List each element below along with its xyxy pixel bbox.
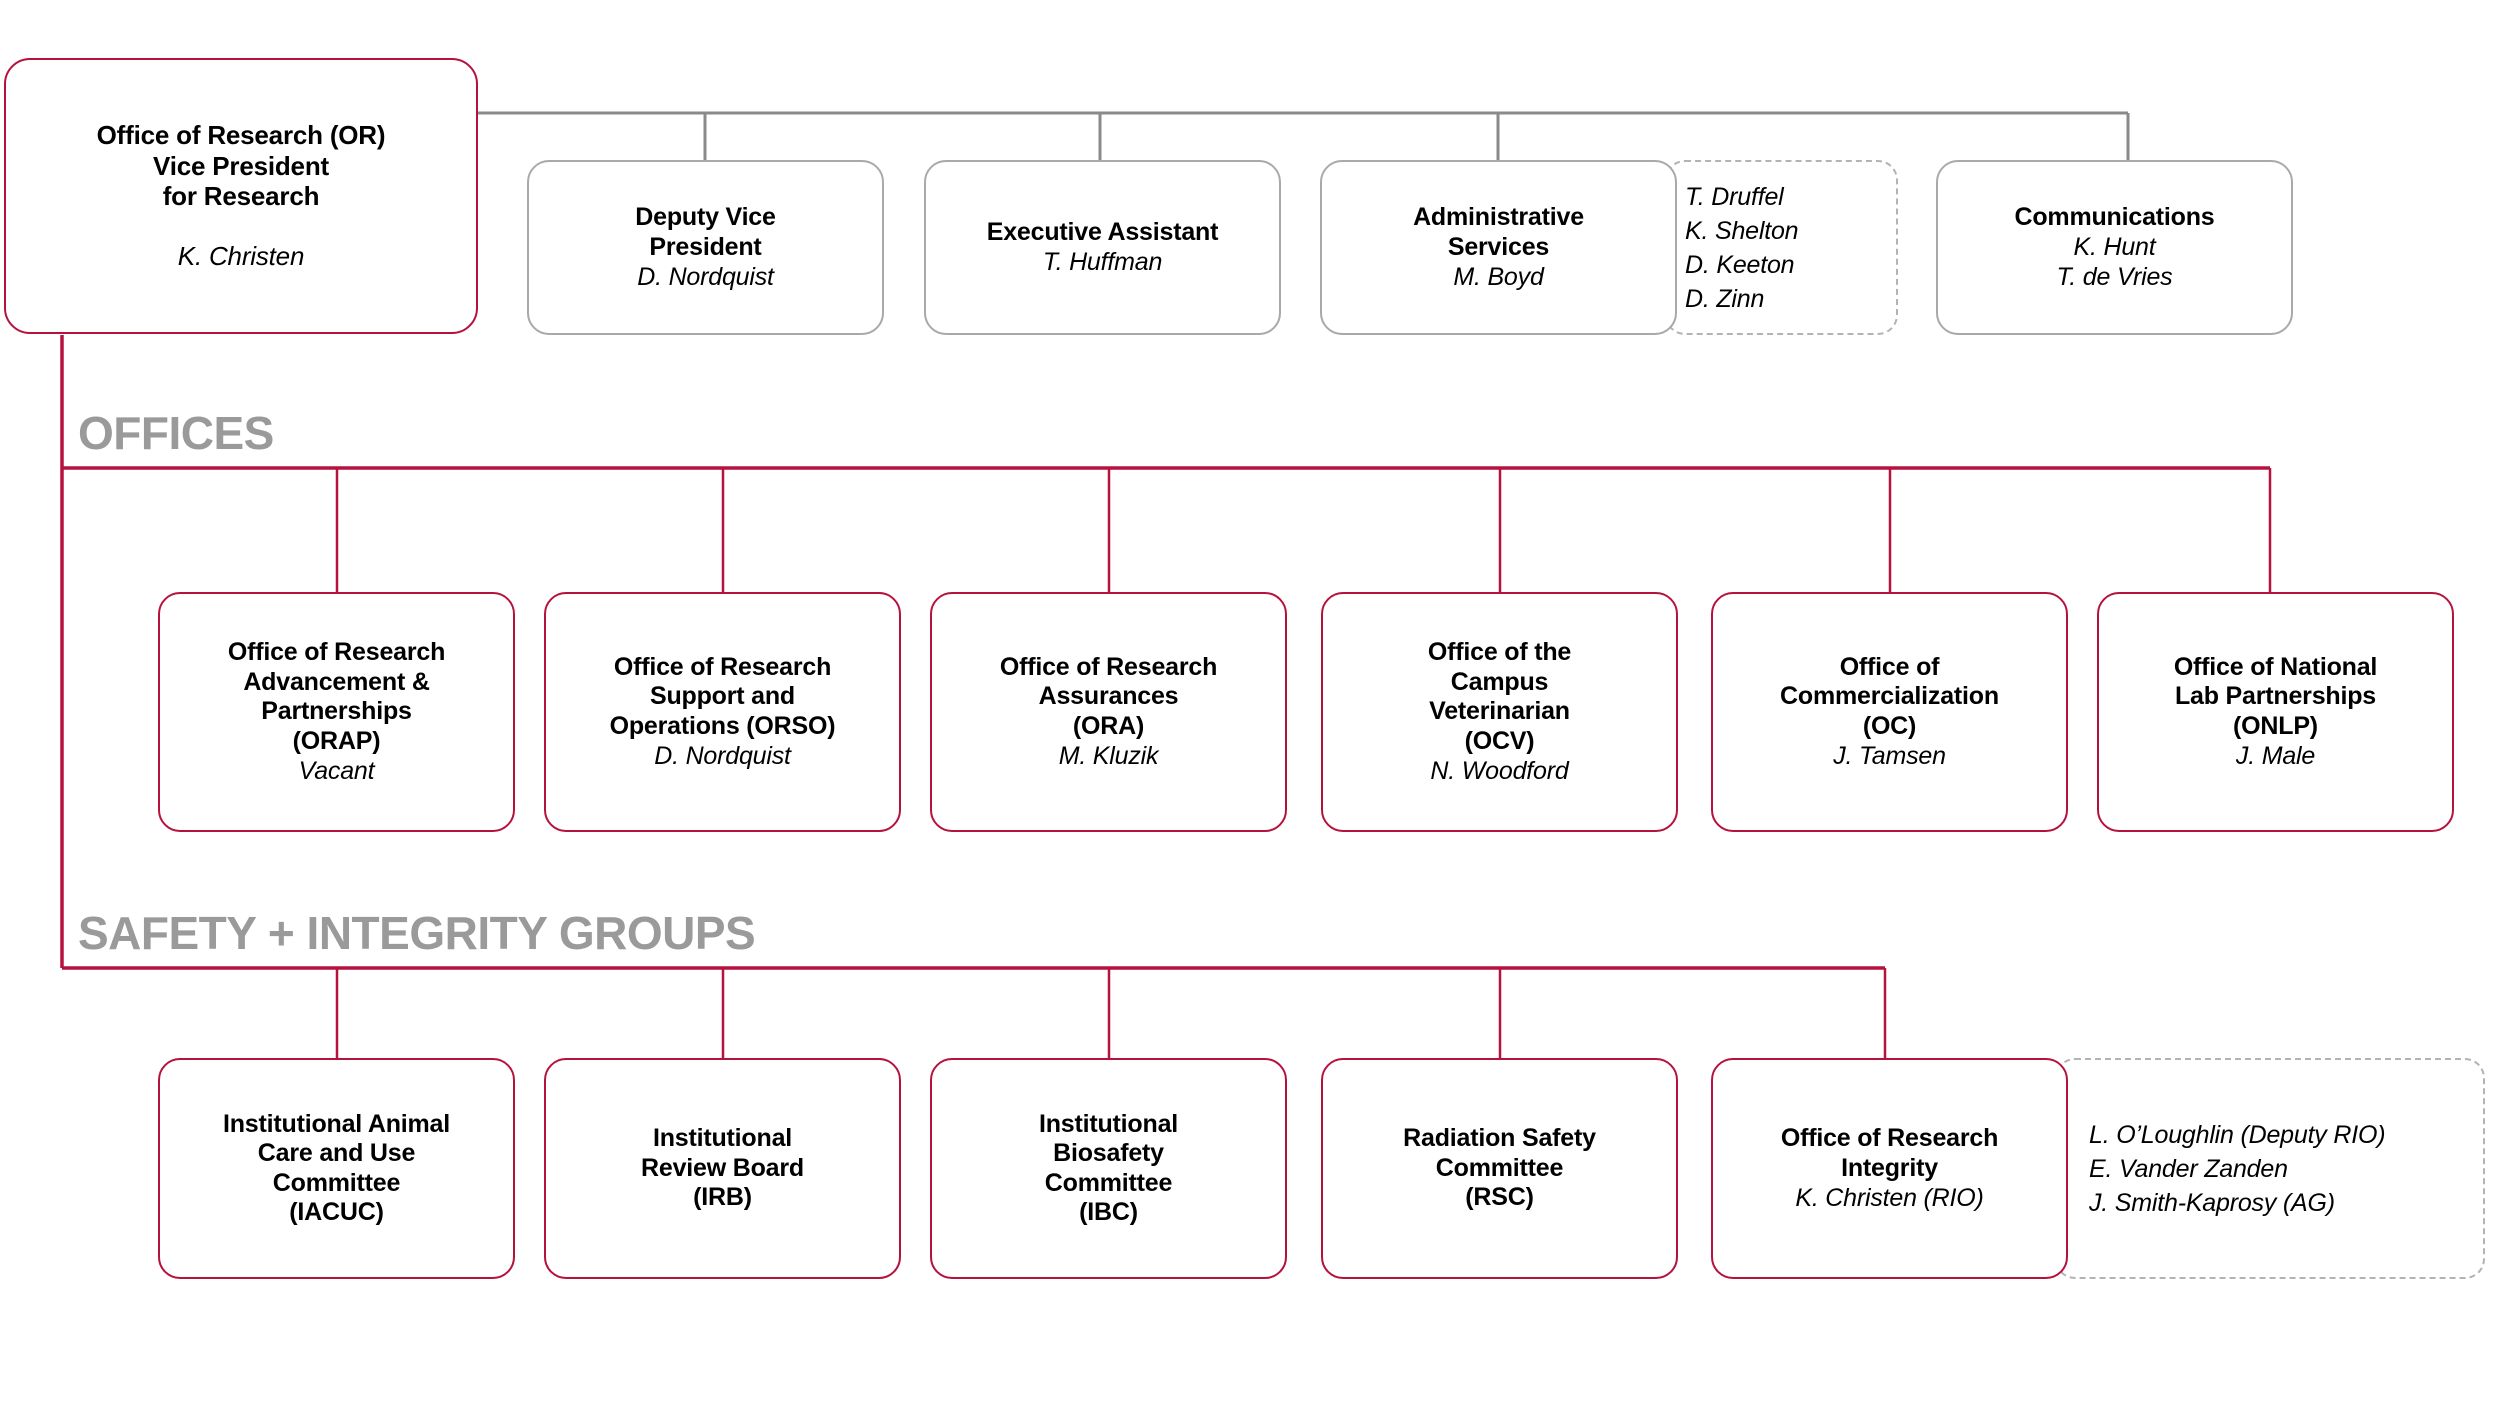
- orso-person: D. Nordquist: [654, 742, 791, 771]
- section-label-safety-integrity: SAFETY + INTEGRITY GROUPS: [78, 907, 756, 959]
- admin-staff-line-1: T. Druffel: [1685, 182, 1784, 211]
- onlp-title-line-1: Office of National: [2173, 652, 2378, 681]
- deputy-vp-title-line-1: Deputy Vice: [635, 203, 776, 231]
- ori-title: Office of Research Integrity: [1780, 1124, 1999, 1183]
- orap-title-line-4: (ORAP): [292, 726, 381, 755]
- iacuc-title-line-2: Care and Use: [257, 1139, 416, 1167]
- integrity-staff-line-2: E. Vander Zanden: [2089, 1154, 2288, 1183]
- node-orso[interactable]: Office of Research Support and Operation…: [544, 592, 901, 832]
- admin-services-title-line-2: Services: [1447, 232, 1550, 261]
- iacuc-title-line-1: Institutional Animal: [222, 1109, 451, 1138]
- ori-person: K. Christen (RIO): [1795, 1184, 1984, 1212]
- ora-title-line-2: Assurances: [1038, 682, 1179, 711]
- orap-person: Vacant: [298, 757, 375, 785]
- orso-title-line-2: Support and: [649, 682, 795, 711]
- ora-title: Office of Research Assurances (ORA): [999, 652, 1218, 742]
- node-ora[interactable]: Office of Research Assurances (ORA) M. K…: [930, 592, 1287, 832]
- node-office-of-research[interactable]: Office of Research (OR) Vice President f…: [4, 58, 478, 334]
- admin-staff-line-4: D. Zinn: [1685, 284, 1765, 313]
- oc-title-line-1: Office of: [1839, 652, 1940, 681]
- ocv-title-line-4: (OCV): [1464, 726, 1535, 755]
- ocv-title-line-3: Veterinarian: [1429, 697, 1570, 725]
- node-administrative-services[interactable]: Administrative Services M. Boyd: [1320, 160, 1677, 335]
- node-ocv[interactable]: Office of the Campus Veterinarian (OCV) …: [1321, 592, 1678, 832]
- irb-title-line-1: Institutional: [652, 1124, 793, 1153]
- orap-title-line-3: Partnerships: [261, 697, 412, 725]
- deputy-vp-title-line-2: President: [649, 232, 762, 261]
- node-executive-assistant[interactable]: Executive Assistant T. Huffman: [924, 160, 1281, 335]
- communications-person-1: K. Hunt: [2073, 233, 2156, 262]
- integrity-staff-line-1: L. O’Loughlin (Deputy RIO): [2089, 1120, 2386, 1149]
- onlp-title-line-2: Lab Partnerships: [2174, 682, 2376, 711]
- node-iacuc[interactable]: Institutional Animal Care and Use Commit…: [158, 1058, 515, 1279]
- orap-title-line-2: Advancement &: [243, 667, 430, 696]
- ibc-title-line-1: Institutional: [1038, 1109, 1179, 1138]
- ora-title-line-3: (ORA): [1072, 711, 1145, 740]
- onlp-person: J. Male: [2235, 742, 2316, 771]
- ocv-title-line-2: Campus: [1450, 667, 1549, 696]
- root-title-line-2: Vice President: [153, 150, 329, 181]
- ora-person: M. Kluzik: [1058, 742, 1159, 771]
- communications-person-2: T. de Vries: [2056, 263, 2173, 292]
- orso-title: Office of Research Support and Operation…: [610, 653, 836, 742]
- executive-assistant-person: T. Huffman: [1042, 248, 1163, 277]
- admin-staff-line-2: K. Shelton: [1685, 216, 1799, 245]
- iacuc-title: Institutional Animal Care and Use Commit…: [223, 1110, 450, 1228]
- node-communications[interactable]: Communications K. Hunt T. de Vries: [1936, 160, 2293, 335]
- iacuc-title-line-3: Committee: [272, 1168, 401, 1197]
- onlp-title-line-3: (ONLP): [2233, 711, 2318, 740]
- executive-assistant-title: Executive Assistant: [986, 217, 1219, 246]
- administrative-services-person: M. Boyd: [1453, 263, 1544, 291]
- node-oc[interactable]: Office of Commercialization (OC) J. Tams…: [1711, 592, 2068, 832]
- root-person: K. Christen: [177, 240, 305, 271]
- oc-title-line-3: (OC): [1862, 711, 1917, 740]
- administrative-services-title: Administrative Services: [1413, 203, 1584, 262]
- deputy-vp-title: Deputy Vice President: [635, 203, 776, 262]
- oc-title-line-2: Commercialization: [1780, 682, 1999, 711]
- node-deputy-vice-president[interactable]: Deputy Vice President D. Nordquist: [527, 160, 884, 335]
- node-orap[interactable]: Office of Research Advancement & Partner…: [158, 592, 515, 832]
- root-title: Office of Research (OR) Vice President f…: [97, 120, 386, 212]
- oc-person: J. Tamsen: [1833, 742, 1946, 771]
- irb-title-line-3: (IRB): [693, 1183, 752, 1212]
- ocv-person: N. Woodford: [1430, 757, 1569, 785]
- ibc-title-line-4: (IBC): [1079, 1198, 1138, 1226]
- node-ibc[interactable]: Institutional Biosafety Committee (IBC): [930, 1058, 1287, 1279]
- orso-title-line-1: Office of Research: [613, 652, 832, 681]
- onlp-title: Office of National Lab Partnerships (ONL…: [2173, 652, 2378, 742]
- aux-box-research-integrity-staff: L. O’Loughlin (Deputy RIO) E. Vander Zan…: [2055, 1058, 2485, 1279]
- ibc-title-line-2: Biosafety: [1053, 1139, 1164, 1167]
- deputy-vp-person: D. Nordquist: [637, 263, 774, 291]
- ori-title-line-1: Office of Research: [1780, 1124, 1999, 1152]
- irb-title: Institutional Review Board (IRB): [641, 1124, 804, 1213]
- node-onlp[interactable]: Office of National Lab Partnerships (ONL…: [2097, 592, 2454, 832]
- ori-title-line-2: Integrity: [1841, 1153, 1938, 1182]
- ora-title-line-1: Office of Research: [999, 652, 1218, 681]
- ibc-title: Institutional Biosafety Committee (IBC): [1039, 1110, 1178, 1228]
- ocv-title: Office of the Campus Veterinarian (OCV): [1428, 638, 1571, 756]
- rsc-title-line-3: (RSC): [1465, 1183, 1534, 1212]
- ibc-title-line-3: Committee: [1044, 1168, 1173, 1197]
- root-title-line-1: Office of Research (OR): [96, 120, 386, 151]
- aux-box-administrative-staff: T. Druffel K. Shelton D. Keeton D. Zinn: [1665, 160, 1898, 335]
- admin-staff-line-3: D. Keeton: [1685, 250, 1795, 279]
- root-title-line-3: for Research: [162, 181, 320, 212]
- orap-title-line-1: Office of Research: [227, 638, 446, 666]
- rsc-title: Radiation Safety Committee (RSC): [1403, 1124, 1596, 1213]
- orap-title: Office of Research Advancement & Partner…: [227, 638, 446, 756]
- integrity-staff-line-3: J. Smith-Kaprosy (AG): [2089, 1188, 2335, 1217]
- node-rsc[interactable]: Radiation Safety Committee (RSC): [1321, 1058, 1678, 1279]
- rsc-title-line-1: Radiation Safety: [1403, 1124, 1596, 1153]
- irb-title-line-2: Review Board: [641, 1153, 804, 1182]
- section-label-offices: OFFICES: [78, 407, 274, 459]
- admin-services-title-line-1: Administrative: [1413, 203, 1584, 231]
- ocv-title-line-1: Office of the: [1427, 638, 1572, 666]
- iacuc-title-line-4: (IACUC): [289, 1198, 384, 1226]
- rsc-title-line-2: Committee: [1435, 1153, 1564, 1182]
- node-office-of-research-integrity[interactable]: Office of Research Integrity K. Christen…: [1711, 1058, 2068, 1279]
- orso-title-line-3: Operations (ORSO): [609, 711, 836, 740]
- oc-title: Office of Commercialization (OC): [1780, 653, 1999, 742]
- communications-title: Communications: [2014, 202, 2215, 231]
- node-irb[interactable]: Institutional Review Board (IRB): [544, 1058, 901, 1279]
